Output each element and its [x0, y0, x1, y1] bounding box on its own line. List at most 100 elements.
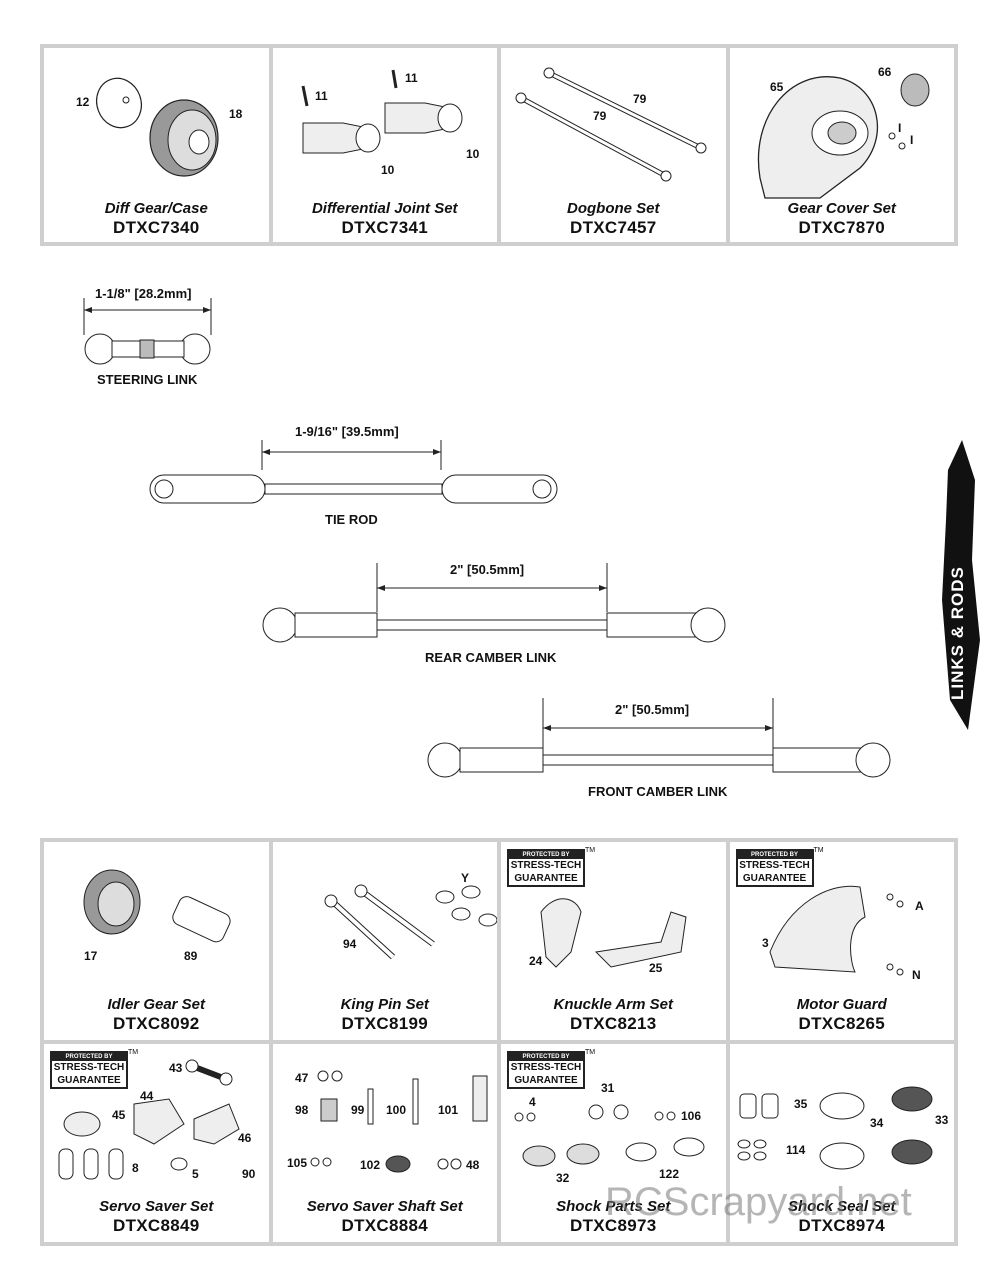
tie-rod-caption: TIE ROD	[325, 512, 378, 527]
badge-line3: GUARANTEE	[514, 873, 578, 884]
part-cell-servo-saver: PROTECTED BY STRESS-TECH GUARANTEE TM 43…	[44, 1044, 269, 1242]
callout-3: 3	[762, 936, 769, 950]
callout-10b: 10	[466, 147, 480, 161]
shock-seal-illustration: 35 34 33 114	[737, 1086, 948, 1170]
part-title: Servo Saver Set	[99, 1198, 214, 1215]
part-cell-diff-joint: 11 11 10 10 Differential Joint Set DTXC7…	[272, 48, 497, 242]
callout-31: 31	[601, 1081, 615, 1095]
front-camber-dimension: 2" [50.5mm]	[615, 702, 689, 717]
side-tab-brush	[942, 440, 980, 730]
part-title: Dogbone Set	[567, 200, 660, 217]
part-title: Gear Cover Set	[787, 200, 896, 217]
servo-saver-shaft-illustration: 47 98 99 100 101 105 102 48	[287, 1070, 487, 1173]
badge-tm: TM	[813, 847, 824, 854]
part-title: Knuckle Arm Set	[553, 996, 673, 1013]
tie-rod: 1-9/16" [39.5mm] TIE ROD	[149, 424, 558, 527]
badge-line2: STRESS-TECH	[510, 860, 582, 871]
callout-45: 45	[112, 1108, 126, 1122]
callout-65: 65	[770, 80, 784, 94]
front-camber-link: 2" [50.5mm] FRONT CAMBER LINK	[427, 698, 891, 799]
badge-line2: STRESS-TECH	[53, 1062, 125, 1073]
stress-tech-badge: PROTECTED BY STRESS-TECH GUARANTEE	[507, 849, 585, 887]
callout-100: 100	[386, 1103, 406, 1117]
part-cell-gear-cover: 65 66 I I Gear Cover Set DTXC7870	[729, 48, 954, 242]
part-cell-servo-saver-shaft: 47 98 99 100 101 105 102 48 Servo Saver …	[272, 1044, 497, 1242]
links-diagram: 1-1/8" [28.2mm] STEERING LINK 1-9/16" [3…	[83, 286, 980, 799]
badge-tm: TM	[128, 1049, 139, 1056]
callout-98: 98	[295, 1103, 309, 1117]
part-cell-idler-gear: 17 89 Idler Gear Set DTXC8092	[44, 842, 269, 1040]
part-title: Shock Seal Set	[787, 1198, 896, 1215]
callout-106: 106	[681, 1109, 701, 1123]
part-title: Servo Saver Shaft Set	[306, 1198, 463, 1215]
callout-89: 89	[184, 949, 198, 963]
part-cell-shock-seal: 35 34 33 114 Shock Seal Set DTXC8974	[729, 1044, 954, 1242]
callout-18: 18	[229, 107, 243, 121]
part-title: Differential Joint Set	[311, 200, 458, 217]
callout-122: 122	[659, 1167, 679, 1181]
badge-tm: TM	[585, 847, 596, 854]
callout-102: 102	[360, 1158, 380, 1172]
part-code: DTXC8213	[570, 1014, 657, 1033]
callout-34: 34	[870, 1116, 884, 1130]
badge-line3: GUARANTEE	[57, 1075, 121, 1086]
callout-90: 90	[242, 1167, 256, 1181]
callout-10a: 10	[381, 163, 395, 177]
part-code: DTXC7870	[798, 218, 885, 237]
callout-25: 25	[649, 961, 663, 975]
part-cell-dogbone: 79 79 Dogbone Set DTXC7457	[501, 48, 726, 242]
badge-line1: PROTECTED BY	[509, 1053, 583, 1061]
side-tab-label: LINKS & RODS	[948, 566, 967, 700]
part-title: King Pin Set	[340, 996, 429, 1013]
callout-24: 24	[529, 954, 543, 968]
part-cell-motor-guard: PROTECTED BY STRESS-TECH GUARANTEE TM 3 …	[729, 842, 954, 1040]
rear-camber-caption: REAR CAMBER LINK	[425, 650, 557, 665]
badge-tm: TM	[585, 1049, 596, 1056]
front-camber-caption: FRONT CAMBER LINK	[588, 784, 728, 799]
part-title: Shock Parts Set	[556, 1198, 671, 1215]
rear-camber-dimension: 2" [50.5mm]	[450, 562, 524, 577]
callout-11a: 11	[315, 89, 328, 103]
callout-8: 8	[132, 1161, 139, 1175]
rear-camber-link: 2" [50.5mm] REAR CAMBER LINK	[262, 562, 726, 665]
badge-line1: PROTECTED BY	[52, 1053, 126, 1061]
idler-gear-illustration: 17 89	[83, 869, 231, 963]
callout-Y: Y	[461, 871, 469, 885]
part-code: DTXC8974	[798, 1216, 885, 1235]
callout-11b: 11	[405, 71, 418, 85]
callout-35: 35	[794, 1097, 808, 1111]
callout-48: 48	[466, 1158, 480, 1172]
callout-Ia: I	[898, 121, 901, 135]
callout-17: 17	[84, 949, 98, 963]
shock-parts-illustration: 4 31 106 32 122	[514, 1081, 705, 1185]
part-code: DTXC8973	[570, 1216, 657, 1235]
callout-101: 101	[438, 1103, 458, 1117]
part-code: DTXC8199	[341, 1014, 428, 1033]
badge-line2: STRESS-TECH	[739, 860, 810, 871]
part-cell-diff-gear: 12 18 Diff Gear/Case DTXC7340	[44, 48, 269, 242]
callout-5: 5	[192, 1167, 199, 1181]
steering-link-dimension: 1-1/8" [28.2mm]	[95, 286, 191, 301]
callout-12: 12	[76, 95, 90, 109]
callout-43: 43	[169, 1061, 183, 1075]
stress-tech-badge: PROTECTED BY STRESS-TECH GUARANTEE	[507, 1051, 585, 1089]
bottom-parts-grid: 17 89 Idler Gear Set DTXC8092 Y 94 King …	[40, 838, 958, 1246]
part-title: Motor Guard	[796, 996, 887, 1013]
part-cell-shock-parts: PROTECTED BY STRESS-TECH GUARANTEE TM 4 …	[501, 1044, 726, 1242]
top-parts-grid: 12 18 Diff Gear/Case DTXC7340 11 11 10 1…	[40, 44, 958, 246]
callout-79b: 79	[593, 109, 607, 123]
dogbone-illustration: 79 79	[515, 67, 707, 182]
callout-66: 66	[878, 65, 892, 79]
callout-N: N	[912, 968, 921, 982]
callout-A: A	[915, 899, 924, 913]
badge-line1: PROTECTED BY	[509, 851, 583, 859]
watermark: RCScrapyard.net	[605, 1180, 912, 1224]
badge-line1: PROTECTED BY	[737, 851, 812, 859]
callout-4: 4	[529, 1095, 536, 1109]
badge-line3: GUARANTEE	[742, 873, 807, 884]
diff-gear-illustration: 12 18	[76, 77, 243, 177]
part-cell-knuckle-arm: PROTECTED BY STRESS-TECH GUARANTEE TM 24…	[501, 842, 726, 1040]
callout-79a: 79	[633, 92, 647, 106]
part-code: DTXC7457	[570, 218, 657, 237]
part-title: Diff Gear/Case	[104, 200, 208, 217]
